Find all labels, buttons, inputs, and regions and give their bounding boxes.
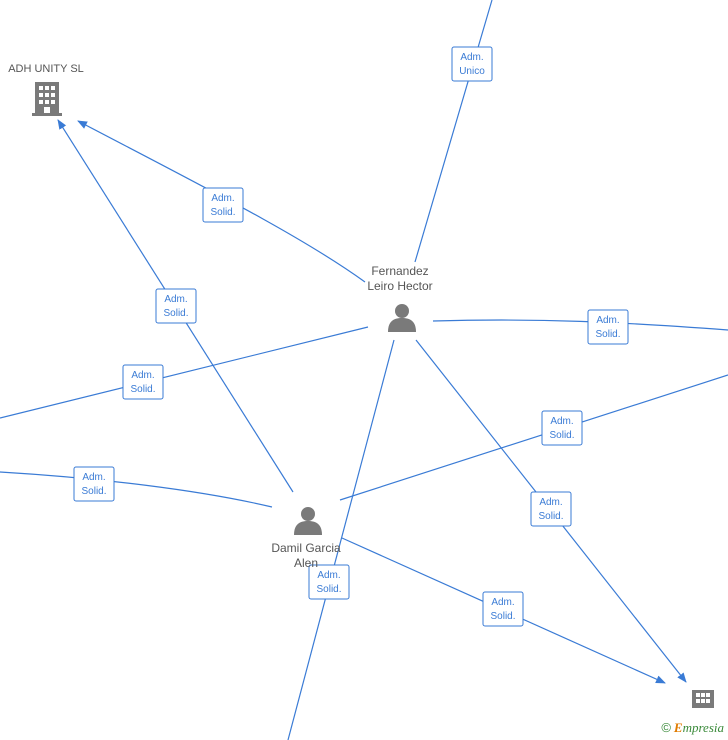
- rel-box-adm-solid-7[interactable]: Adm. Solid.: [530, 491, 572, 527]
- rel-label-line2: Solid.: [81, 486, 106, 497]
- rel-box-adm-unico[interactable]: Adm. Unico: [451, 46, 493, 82]
- rel-label-line2: Solid.: [490, 611, 515, 622]
- rel-box-adm-solid-9[interactable]: Adm. Solid.: [482, 591, 524, 627]
- node-company-bottom-right[interactable]: [692, 690, 714, 708]
- node-fernandez-leiro-hector[interactable]: Fernandez Leiro Hector: [367, 264, 433, 332]
- rel-label-line2: Solid.: [210, 207, 235, 218]
- rel-label-line2: Solid.: [316, 584, 341, 595]
- rel-label-line1: Adm.: [491, 597, 514, 608]
- edge-fernandez-right: [432, 319, 728, 331]
- rel-label-line2: Solid.: [595, 329, 620, 340]
- rel-box-adm-solid-5[interactable]: Adm. Solid.: [541, 410, 583, 446]
- rel-box-adm-solid-1[interactable]: Adm. Solid.: [202, 187, 244, 223]
- rel-box-adm-solid-8[interactable]: Adm. Solid.: [308, 564, 350, 600]
- rel-label-line1: Adm.: [82, 472, 105, 483]
- rel-label-line1: Adm.: [317, 570, 340, 581]
- node-label-line1: Damil Garcia: [271, 541, 341, 555]
- node-label: ADH UNITY SL: [8, 63, 84, 75]
- node-label-line2: Leiro Hector: [367, 279, 432, 293]
- edge-fernandez-top: [414, 0, 493, 263]
- rel-label-line1: Adm.: [550, 416, 573, 427]
- node-label-line2: Alen: [294, 556, 318, 570]
- footer-brand: ©Empresia: [661, 720, 724, 736]
- rel-box-adm-solid-3[interactable]: Adm. Solid.: [587, 309, 629, 345]
- person-icon: [388, 304, 416, 332]
- node-damil-garcia-alen[interactable]: Damil Garcia Alen: [271, 507, 341, 570]
- copyright-symbol: ©: [661, 720, 671, 735]
- node-label-line1: Fernandez: [371, 264, 428, 278]
- edge-fernandez-bottom: [287, 339, 395, 740]
- rel-box-adm-solid-4[interactable]: Adm. Solid.: [122, 364, 164, 400]
- rel-label-line1: Adm.: [596, 315, 619, 326]
- rel-label-line2: Solid.: [130, 384, 155, 395]
- brand-logo-text: mpresia: [682, 720, 724, 735]
- rel-box-adm-solid-2[interactable]: Adm. Solid.: [155, 288, 197, 324]
- rel-label-line1: Adm.: [211, 193, 234, 204]
- node-adh-unity[interactable]: ADH UNITY SL: [8, 63, 84, 116]
- rel-label-line1: Adm.: [460, 52, 483, 63]
- rel-label-line2: Solid.: [538, 511, 563, 522]
- edge-damil-left: [0, 471, 273, 508]
- rel-label-line2: Unico: [459, 66, 485, 77]
- rel-label-line2: Solid.: [549, 430, 574, 441]
- rel-label-line1: Adm.: [131, 370, 154, 381]
- person-icon: [294, 507, 322, 535]
- edge-fernandez-left: [0, 326, 369, 419]
- edge-damil-right: [339, 374, 728, 501]
- building-icon: [32, 82, 62, 116]
- rel-label-line2: Solid.: [163, 308, 188, 319]
- brand-logo-initial: E: [673, 720, 683, 735]
- building-icon: [692, 690, 714, 708]
- rel-box-adm-solid-6[interactable]: Adm. Solid.: [73, 466, 115, 502]
- rel-label-line1: Adm.: [164, 294, 187, 305]
- rel-label-line1: Adm.: [539, 497, 562, 508]
